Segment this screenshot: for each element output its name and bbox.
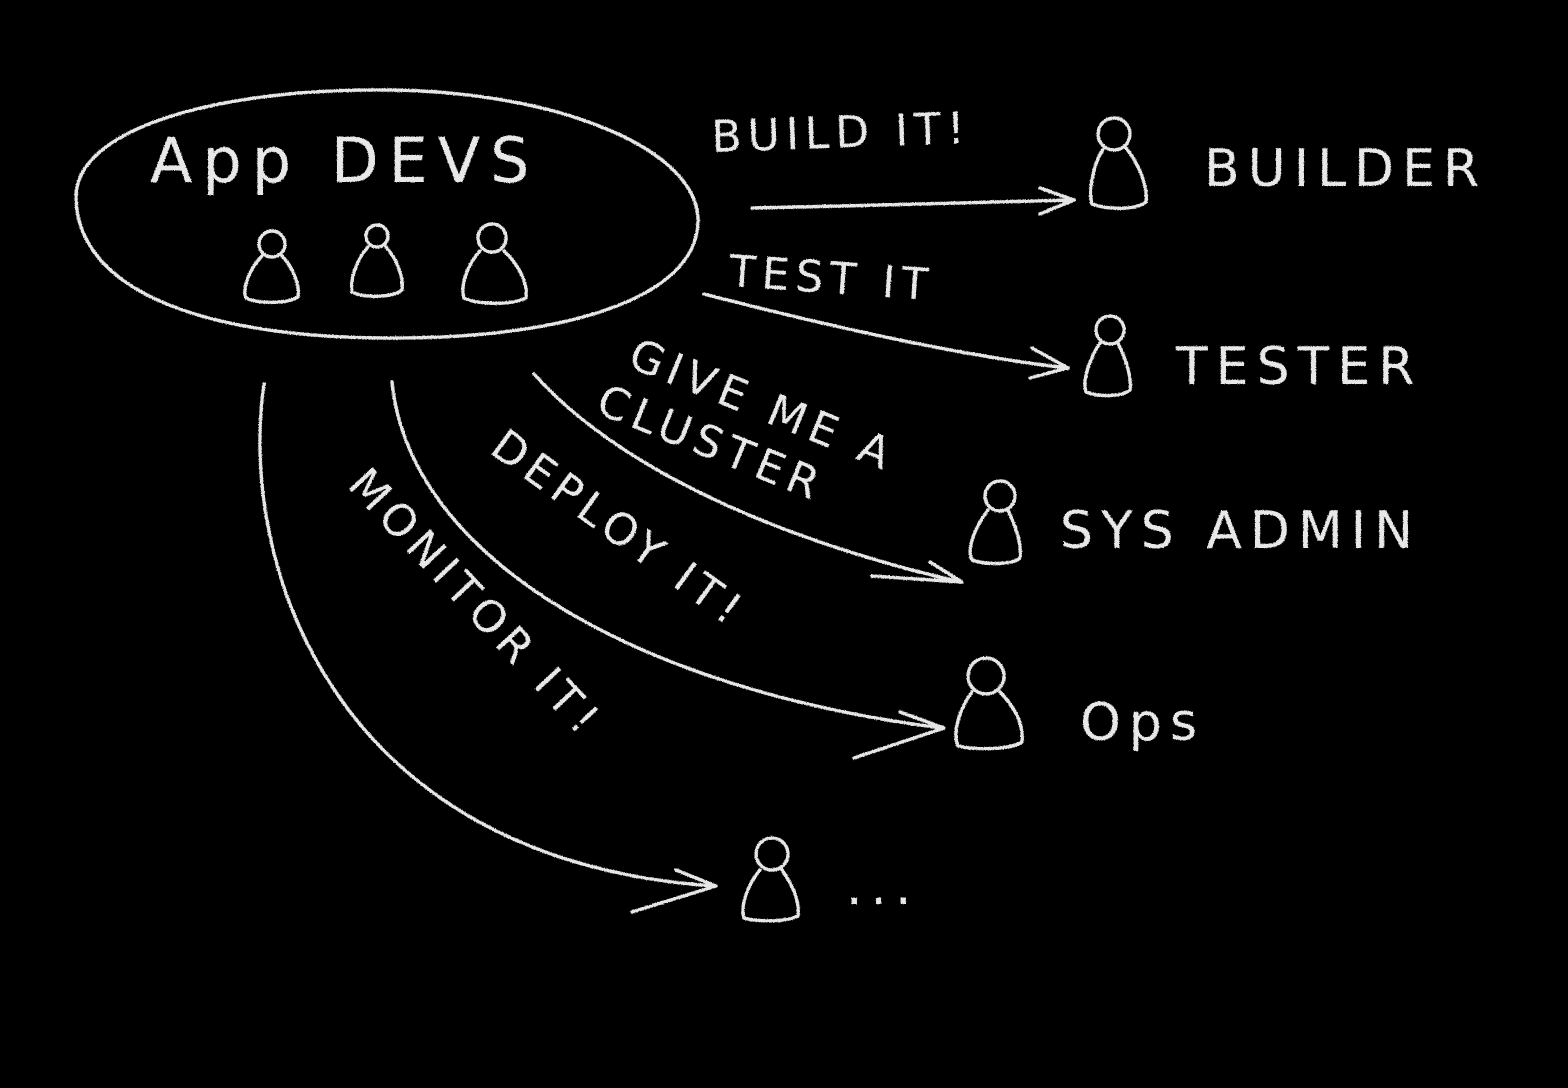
arrow-test: [702, 292, 1070, 370]
arrowhead-cluster: [870, 560, 964, 584]
devs-group-title: App DEVS: [150, 124, 540, 197]
arrow-deploy: [390, 380, 944, 730]
builder-person-icon: [1089, 116, 1148, 210]
arrow-monitor: [258, 382, 716, 888]
role-label-sysadmin: SYS ADMIN: [1060, 501, 1421, 561]
edge-label-build: BUILD IT!: [711, 103, 972, 163]
more-person-icon: [741, 836, 800, 923]
arrowhead-test: [1028, 346, 1070, 380]
tester-person-icon: [1083, 314, 1133, 398]
role-label-builder: BUILDER: [1204, 139, 1487, 199]
arrowhead-deploy: [852, 710, 946, 760]
role-label-ops: Ops: [1080, 693, 1205, 753]
developer-person-icon: [349, 223, 404, 298]
developer-person-icon: [461, 222, 528, 305]
role-label-tester: TESTER: [1175, 337, 1422, 397]
arrow-build: [750, 198, 1076, 210]
devs-group-ellipse: [74, 88, 700, 340]
ops-person-icon: [954, 656, 1024, 751]
arrowhead-build: [1038, 186, 1076, 216]
role-label-more: ...: [846, 857, 920, 917]
arrowhead-monitor: [630, 868, 718, 914]
sysadmin-person-icon: [968, 479, 1023, 566]
arrow-cluster: [532, 372, 962, 584]
edge-label-test: TEST IT: [726, 246, 935, 311]
developer-person-icon: [243, 229, 300, 305]
